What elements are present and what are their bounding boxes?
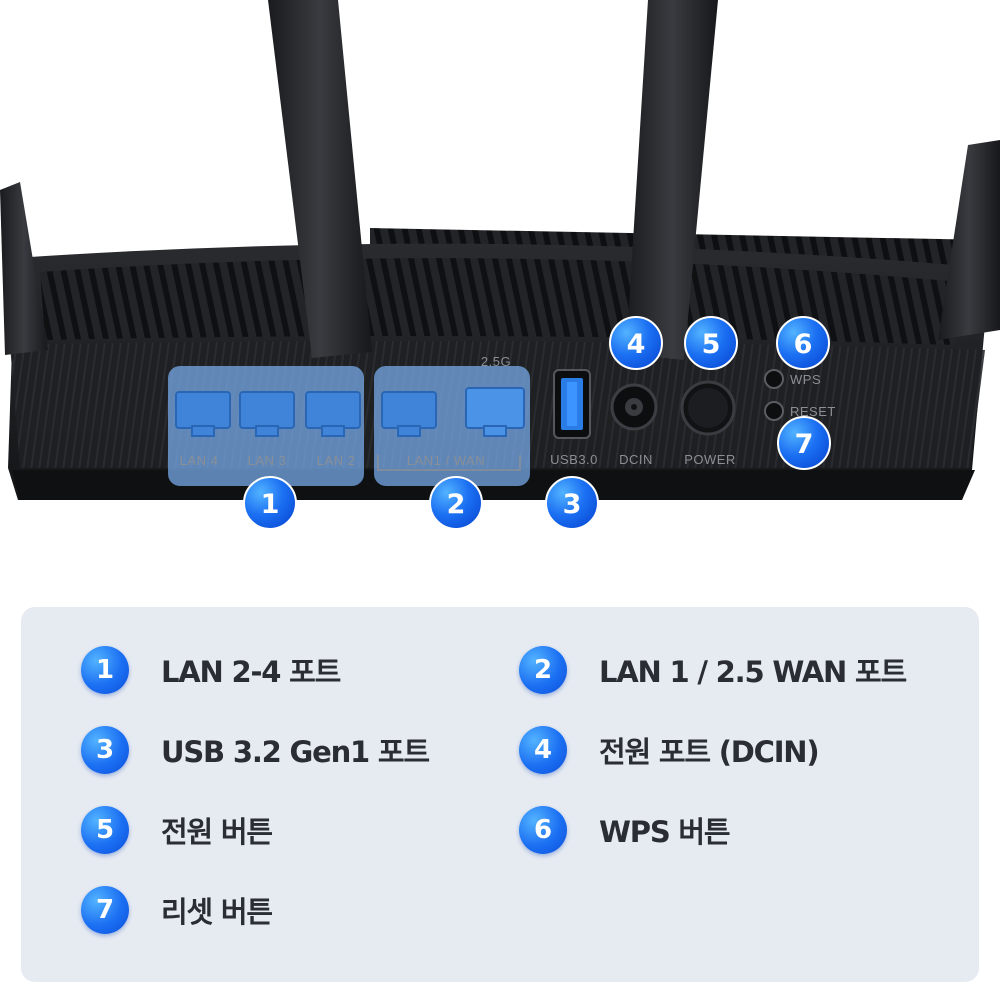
photo-marker-4: 4: [609, 316, 663, 370]
lan3-label: LAN 3: [248, 453, 287, 468]
router-rear-photo: LAN 4 LAN 3 LAN 2 2.5G LAN1 / WAN USB3.0…: [0, 0, 1000, 530]
antenna-left: [268, 0, 372, 358]
body-vents: [40, 258, 960, 345]
legend-label: LAN 2-4 포트: [161, 655, 341, 689]
power-button: [680, 380, 736, 436]
legend-label: WPS 버튼: [599, 815, 731, 849]
legend-item-6: 6 WPS 버튼: [519, 805, 731, 855]
antenna-far-left: [0, 182, 48, 355]
legend-item-2: 2 LAN 1 / 2.5 WAN 포트: [519, 645, 907, 695]
legend-label: 전원 포트 (DCIN): [599, 735, 820, 769]
legend-badge: 1: [81, 646, 129, 694]
svg-text:2: 2: [447, 489, 466, 520]
legend-label: LAN 1 / 2.5 WAN 포트: [599, 655, 907, 689]
legend-badge: 6: [519, 806, 567, 854]
antenna-right: [626, 0, 718, 360]
lan2-label: LAN 2: [317, 453, 356, 468]
photo-marker-7: 7: [777, 416, 831, 470]
svg-text:1: 1: [261, 489, 280, 520]
svg-text:3: 3: [563, 489, 582, 520]
reset-button: [764, 401, 784, 421]
lan4-port: [175, 391, 231, 437]
photo-marker-6: 6: [776, 316, 830, 370]
legend-item-3: 3 USB 3.2 Gen1 포트: [81, 725, 430, 775]
usb-label: USB3.0: [550, 452, 598, 467]
legend-item-1: 1 LAN 2-4 포트: [81, 645, 341, 695]
lan1-port: [381, 391, 437, 437]
legend-badge: 2: [519, 646, 567, 694]
legend-badge: 3: [81, 726, 129, 774]
photo-marker-5: 5: [684, 316, 738, 370]
wan-port: [465, 387, 525, 437]
legend-badge: 5: [81, 806, 129, 854]
legend-badge: 4: [519, 726, 567, 774]
photo-marker-3: 3: [545, 476, 599, 530]
wan-bracket: [377, 455, 521, 471]
power-label: POWER: [684, 452, 736, 467]
legend-label: 리셋 버튼: [161, 895, 273, 929]
svg-text:6: 6: [794, 329, 813, 360]
svg-text:4: 4: [627, 329, 646, 360]
legend-item-4: 4 전원 포트 (DCIN): [519, 725, 820, 775]
speed-2-5g-label: 2.5G: [481, 354, 511, 369]
lan2-port: [305, 391, 361, 437]
legend-label: USB 3.2 Gen1 포트: [161, 735, 430, 769]
antenna-far-right: [938, 140, 1000, 340]
legend-item-5: 5 전원 버튼: [81, 805, 273, 855]
reset-label: RESET: [790, 404, 836, 419]
legend-panel: 1 LAN 2-4 포트 2 LAN 1 / 2.5 WAN 포트 3 USB …: [21, 607, 979, 982]
legend-label: 전원 버튼: [161, 815, 273, 849]
photo-marker-2: 2: [429, 476, 483, 530]
lan3-port: [239, 391, 295, 437]
dcin-label: DCIN: [619, 452, 653, 467]
wps-button: [764, 369, 784, 389]
lan4-label: LAN 4: [180, 453, 219, 468]
lan1-wan-label: LAN1 / WAN: [407, 453, 485, 468]
dcin-port: [610, 383, 658, 431]
svg-text:7: 7: [795, 429, 814, 460]
usb-port: [553, 369, 591, 439]
legend-item-7: 7 리셋 버튼: [81, 885, 273, 935]
svg-text:5: 5: [702, 329, 721, 360]
wps-label: WPS: [790, 372, 821, 387]
legend-badge: 7: [81, 886, 129, 934]
photo-marker-1: 1: [243, 476, 297, 530]
